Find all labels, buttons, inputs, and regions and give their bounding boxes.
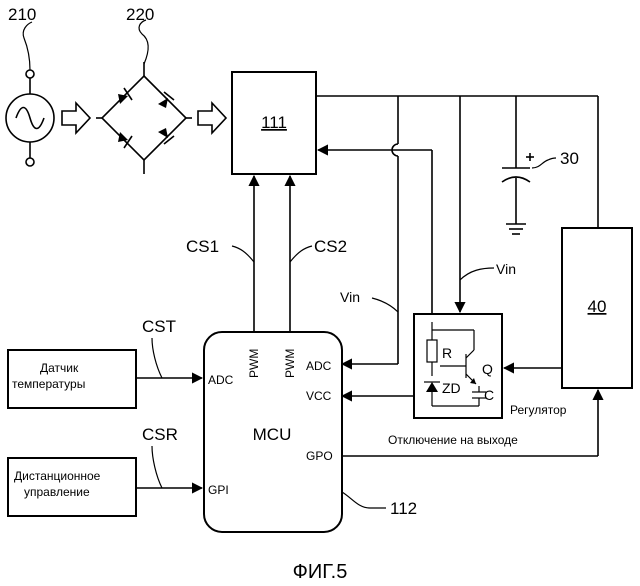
label-regulator: Регулятор bbox=[510, 403, 567, 417]
ac-source bbox=[6, 22, 54, 166]
label-reg-zd: ZD bbox=[442, 380, 461, 396]
label-temp-line2: температуры bbox=[12, 377, 85, 391]
label-vin-left: Vin bbox=[340, 289, 360, 305]
pin-gpo: GPO bbox=[306, 449, 333, 463]
label-vin-right: Vin bbox=[496, 261, 516, 277]
leader-vin-right bbox=[460, 268, 494, 280]
pin-adc-right: ADC bbox=[306, 359, 332, 373]
bridge-rectifier bbox=[96, 20, 192, 174]
label-remote-line1: Дистанционное bbox=[14, 469, 101, 483]
diode-3-icon bbox=[118, 132, 128, 142]
label-mcu: MCU bbox=[253, 425, 292, 444]
leader-cs1 bbox=[232, 246, 254, 262]
label-cs2: CS2 bbox=[314, 237, 347, 256]
diode-4-icon bbox=[158, 128, 168, 138]
label-40: 40 bbox=[588, 297, 607, 316]
leader-cst bbox=[152, 338, 162, 378]
label-output-shutdown: Отключение на выходе bbox=[388, 433, 518, 447]
label-111: 111 bbox=[261, 113, 287, 132]
leader-112 bbox=[342, 492, 386, 508]
sine-wave-icon bbox=[16, 108, 44, 129]
label-temp-line1: Датчик bbox=[40, 361, 79, 375]
leader-220 bbox=[139, 20, 148, 64]
pin-pwm-2: PWM bbox=[283, 349, 297, 378]
leader-vin-left bbox=[372, 298, 398, 312]
label-reg-c: C bbox=[484, 387, 494, 403]
label-reg-q: Q bbox=[482, 361, 493, 377]
pin-vcc: VCC bbox=[306, 389, 332, 403]
label-reg-r: R bbox=[442, 345, 452, 361]
label-csr: CSR bbox=[142, 425, 178, 444]
label-remote-line2: управление bbox=[24, 485, 90, 499]
capacitor-30 bbox=[502, 96, 556, 234]
label-cs1: CS1 bbox=[186, 237, 219, 256]
figure-caption: ФИГ.5 bbox=[293, 561, 348, 583]
diode-1-icon bbox=[118, 94, 128, 104]
pin-gpi: GPI bbox=[208, 483, 229, 497]
pin-pwm-1: PWM bbox=[247, 349, 261, 378]
label-30: 30 bbox=[560, 149, 579, 168]
pin-adc-left: ADC bbox=[208, 373, 234, 387]
leader-210 bbox=[23, 22, 32, 70]
leader-csr bbox=[152, 446, 162, 488]
label-cst: CST bbox=[142, 317, 176, 336]
hollow-arrow-1 bbox=[62, 103, 90, 133]
leader-cs2 bbox=[290, 246, 312, 262]
diode-2-icon bbox=[158, 98, 168, 108]
label-220: 220 bbox=[126, 5, 154, 24]
label-210: 210 bbox=[8, 5, 36, 24]
label-112: 112 bbox=[390, 499, 417, 518]
hollow-arrow-2 bbox=[198, 103, 226, 133]
